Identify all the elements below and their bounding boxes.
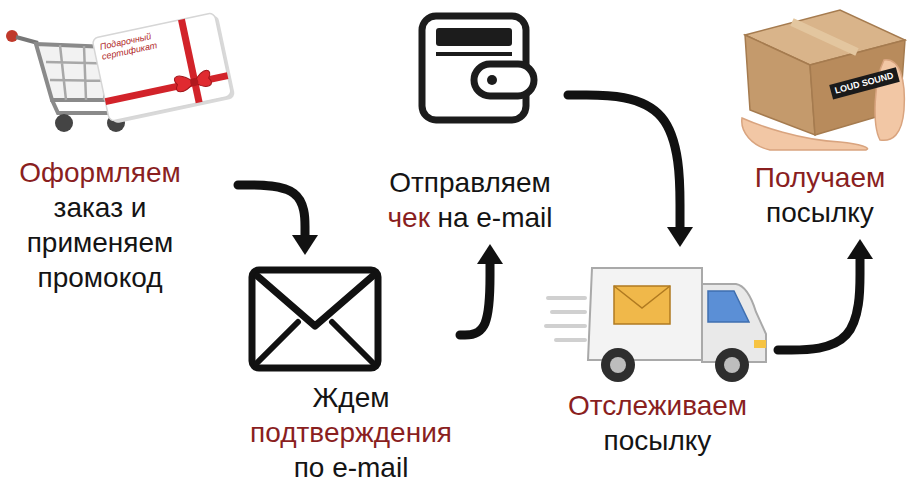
wallet-icon bbox=[422, 16, 534, 120]
envelope-body bbox=[252, 270, 378, 368]
van-wheel bbox=[715, 348, 749, 382]
step-text: заказ и применяем промокод bbox=[27, 192, 174, 293]
caption-line: Отслеживаем bbox=[540, 388, 775, 423]
van-wheel bbox=[601, 348, 635, 382]
box-tape bbox=[792, 22, 857, 52]
envelope-flap bbox=[255, 274, 375, 326]
envelope-fold bbox=[256, 322, 374, 364]
step-caption: Отслеживаем посылку bbox=[540, 388, 775, 458]
van-hub bbox=[724, 357, 740, 373]
step-keyword: Получаем bbox=[755, 162, 885, 193]
caption-line: Отправляем bbox=[375, 165, 565, 200]
step-text: посылку bbox=[604, 425, 712, 456]
van-icon bbox=[546, 268, 766, 382]
step-text: Ждем bbox=[312, 382, 389, 413]
caption-line: посылку bbox=[540, 423, 775, 458]
caption-line: подтверждения bbox=[245, 415, 457, 450]
cart-wheel bbox=[55, 114, 73, 132]
step-keyword: Отслеживаем bbox=[568, 390, 747, 421]
step-keyword: подтверждения bbox=[250, 417, 452, 448]
step-text: посылку bbox=[766, 197, 874, 228]
wallet-button bbox=[487, 75, 497, 85]
van-window bbox=[708, 291, 749, 322]
mail-sign bbox=[614, 286, 670, 324]
caption-line: Получаем bbox=[735, 160, 905, 195]
van-cargo bbox=[588, 268, 702, 360]
caption-line: Ждем bbox=[245, 380, 457, 415]
flow-arrow bbox=[778, 259, 860, 350]
step-text: на e-mail bbox=[437, 202, 552, 233]
step-text: по e-mail bbox=[294, 452, 409, 483]
parcel-icon bbox=[742, 10, 905, 150]
flow-arrow bbox=[460, 264, 490, 335]
step-caption: Получаем посылку bbox=[735, 160, 905, 230]
step-text: Отправляем bbox=[389, 167, 550, 198]
process-step: Получаем посылку bbox=[735, 0, 905, 236]
mail-sign-flap bbox=[614, 286, 670, 308]
flow-arrow bbox=[568, 95, 680, 227]
flow-arrow bbox=[238, 185, 305, 235]
hand bbox=[742, 118, 868, 150]
caption-line: Оформляем bbox=[0, 155, 200, 190]
van-light bbox=[754, 340, 766, 348]
bow-knot bbox=[190, 77, 199, 86]
ribbon bbox=[105, 72, 229, 105]
process-step: Ждем подтверждения по e-mail bbox=[245, 258, 457, 491]
van-hub bbox=[610, 357, 626, 373]
wallet-line bbox=[436, 52, 512, 56]
speed-lines bbox=[546, 298, 585, 340]
wallet-clasp bbox=[474, 64, 534, 96]
caption-line: заказ и применяем промокод bbox=[0, 190, 200, 295]
wallet-bills bbox=[436, 28, 512, 46]
process-step: Отслеживаем посылку bbox=[540, 250, 775, 464]
caption-line: по e-mail bbox=[245, 450, 457, 485]
step-keyword: Оформляем bbox=[19, 157, 181, 188]
envelope-icon bbox=[252, 270, 378, 368]
step-keyword: чек bbox=[387, 202, 429, 233]
step-caption: Ждем подтверждения по e-mail bbox=[245, 380, 457, 485]
ribbon-bow bbox=[174, 70, 213, 93]
step-caption: Оформляем заказ и применяем промокод bbox=[0, 155, 200, 295]
step-caption: Отправляем чек на e-mail bbox=[375, 165, 565, 235]
process-step: Отправляем чек на e-mail bbox=[375, 5, 565, 241]
cart-handle-knob bbox=[6, 30, 18, 42]
gift-card-icon bbox=[92, 12, 235, 125]
box-front bbox=[745, 35, 815, 135]
card bbox=[92, 12, 232, 121]
caption-line: чек на e-mail bbox=[375, 200, 565, 235]
caption-line: посылку bbox=[735, 195, 905, 230]
